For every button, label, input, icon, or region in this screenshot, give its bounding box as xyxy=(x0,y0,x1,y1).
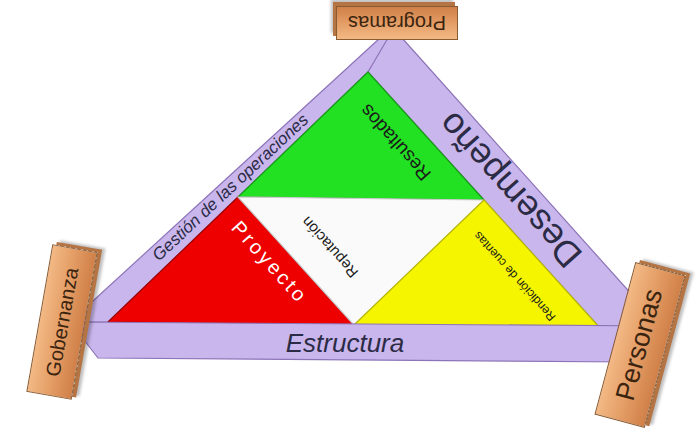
shape-fill xyxy=(70,322,660,362)
block-label: Programas xyxy=(348,12,446,34)
shape-label: Estructura xyxy=(286,329,405,358)
shape-fill xyxy=(238,72,484,200)
block-label: Gobernanza xyxy=(42,266,83,378)
triangle-band: Estructura xyxy=(70,322,660,362)
shape-fill xyxy=(354,200,600,328)
wood-block: Programas xyxy=(336,6,458,40)
